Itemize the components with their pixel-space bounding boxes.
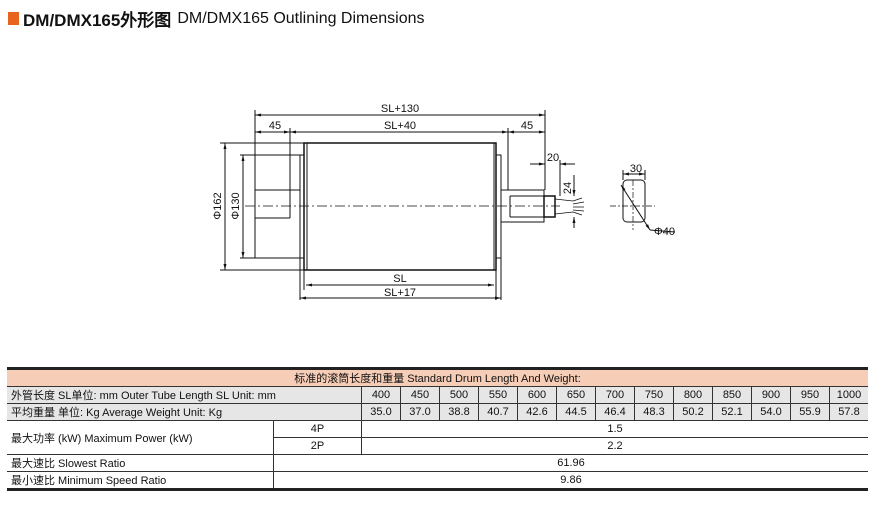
p2-value: 2.2 xyxy=(361,437,868,455)
length-cell: 500 xyxy=(439,386,479,404)
length-cell: 700 xyxy=(595,386,635,404)
length-cell: 650 xyxy=(556,386,596,404)
length-row: 外管长度 SL单位: mm Outer Tube Length SL Unit:… xyxy=(7,386,868,404)
drum-body xyxy=(303,142,497,271)
weight-cell: 48.3 xyxy=(634,403,674,421)
outline-drawing: SL+130 SL+40 45 45 20 24 30 Φ40 Φ162 Φ13… xyxy=(212,103,676,300)
weight-cell: 50.2 xyxy=(673,403,713,421)
dim-45-left: 45 xyxy=(269,120,281,132)
weight-cell: 46.4 xyxy=(595,403,635,421)
length-cell: 600 xyxy=(517,386,557,404)
dim-sl40: SL+40 xyxy=(384,120,416,132)
length-cell: 450 xyxy=(400,386,440,404)
page-title: DM/DMX165外形图 DM/DMX165 Outlining Dimensi… xyxy=(8,6,425,31)
slowest-label: 最大速比 Slowest Ratio xyxy=(7,454,274,472)
dim-phi130: Φ130 xyxy=(230,192,242,219)
min-value: 9.86 xyxy=(273,471,868,490)
p4-label: 4P xyxy=(273,420,362,438)
length-cell: 1000 xyxy=(829,386,868,404)
dim-sl130: SL+130 xyxy=(381,103,419,115)
weight-cell: 44.5 xyxy=(556,403,596,421)
length-cell: 950 xyxy=(790,386,830,404)
weight-cell: 57.8 xyxy=(829,403,868,421)
weight-cell: 55.9 xyxy=(790,403,830,421)
table-header: 标准的滚筒长度和重量 Standard Drum Length And Weig… xyxy=(7,368,868,387)
dim-45-right: 45 xyxy=(521,120,533,132)
length-cell: 550 xyxy=(478,386,518,404)
dim-sl17: SL+17 xyxy=(384,287,416,299)
title-cn: DM/DMX165外形图 xyxy=(23,11,172,30)
weight-label: 平均重量 单位: Kg Average Weight Unit: Kg xyxy=(7,403,362,421)
power-label: 最大功率 (kW) Maximum Power (kW) xyxy=(7,420,274,455)
cable-gland xyxy=(543,195,556,218)
slowest-value: 61.96 xyxy=(273,454,868,472)
p2-label: 2P xyxy=(273,437,362,455)
p4-value: 1.5 xyxy=(361,420,868,438)
left-shaft xyxy=(254,154,305,259)
weight-row: 平均重量 单位: Kg Average Weight Unit: Kg 35.0… xyxy=(7,403,868,421)
title-marker xyxy=(8,12,19,25)
dim-24: 24 xyxy=(562,182,574,194)
spec-table: 标准的滚筒长度和重量 Standard Drum Length And Weig… xyxy=(7,367,868,491)
dim-30: 30 xyxy=(630,163,642,175)
length-cell: 400 xyxy=(361,386,401,404)
weight-cell: 52.1 xyxy=(712,403,752,421)
weight-cell: 38.8 xyxy=(439,403,479,421)
dim-phi40: Φ40 xyxy=(654,226,675,238)
min-label: 最小速比 Minimum Speed Ratio xyxy=(7,471,274,490)
dim-phi162: Φ162 xyxy=(212,192,224,219)
weight-cell: 54.0 xyxy=(751,403,791,421)
title-en: DM/DMX165 Outlining Dimensions xyxy=(177,9,425,27)
dim-20: 20 xyxy=(547,152,559,164)
length-label: 外管长度 SL单位: mm Outer Tube Length SL Unit:… xyxy=(7,386,362,404)
weight-cell: 35.0 xyxy=(361,403,401,421)
length-cell: 850 xyxy=(712,386,752,404)
length-cell: 800 xyxy=(673,386,713,404)
weight-cell: 37.0 xyxy=(400,403,440,421)
length-cell: 900 xyxy=(751,386,791,404)
weight-cell: 42.6 xyxy=(517,403,557,421)
length-cell: 750 xyxy=(634,386,674,404)
dim-sl: SL xyxy=(393,273,406,285)
weight-cell: 40.7 xyxy=(478,403,518,421)
